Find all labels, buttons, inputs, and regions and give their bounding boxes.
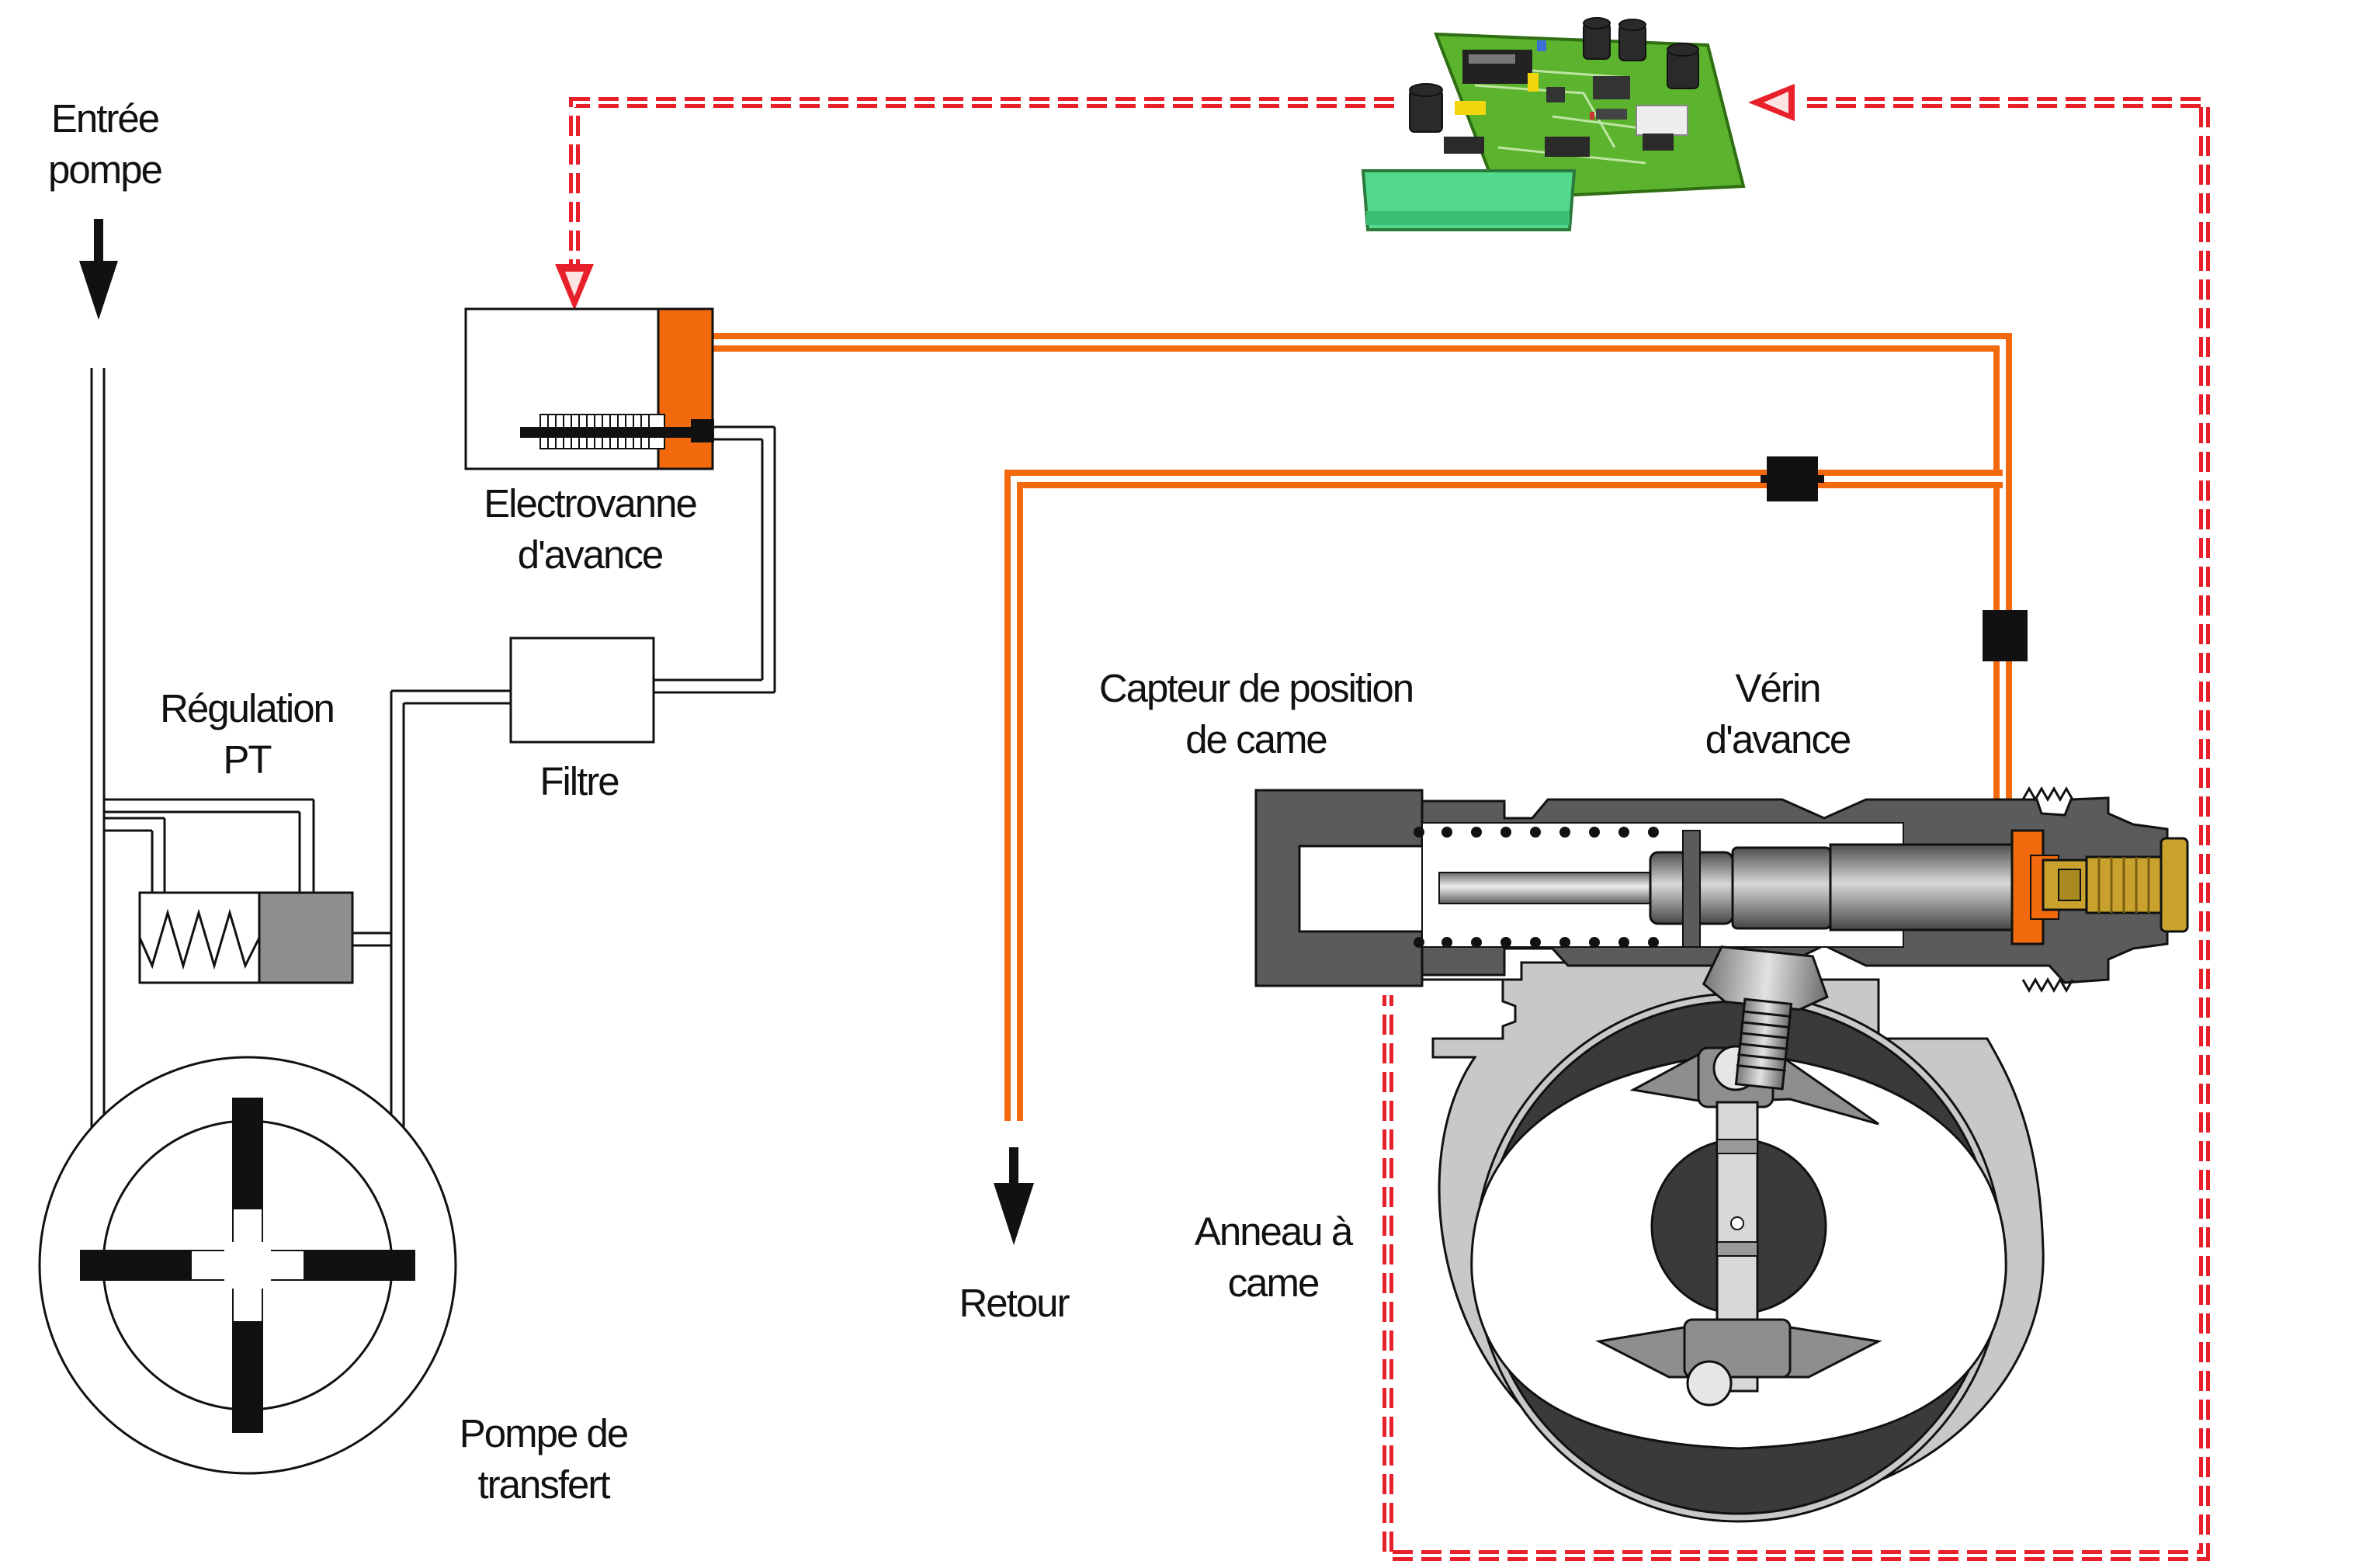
signal-arrowhead-to-ecu bbox=[1748, 84, 1795, 121]
cam-ring-housing bbox=[1379, 961, 2045, 1523]
label-filtre: Filtre bbox=[539, 759, 620, 803]
label-pompe-transfert: Pompe de transfert bbox=[460, 1411, 630, 1507]
label-verin: Vérin d'avance bbox=[1705, 666, 1852, 761]
svg-text:Vérin: Vérin bbox=[1735, 666, 1820, 710]
svg-text:Régulation: Régulation bbox=[160, 686, 334, 730]
label-regulation-pt: Régulation PT bbox=[160, 686, 335, 782]
advance-fuel-lines bbox=[713, 333, 2012, 1121]
svg-text:came: came bbox=[1228, 1261, 1319, 1305]
fuel-filter bbox=[509, 637, 655, 744]
label-capteur: Capteur de position de came bbox=[1099, 666, 1414, 761]
label-entree-pompe: Entrée pompe bbox=[48, 96, 164, 192]
arrow-down-icon bbox=[79, 219, 118, 320]
label-electrovanne: Electrovanne d'avance bbox=[484, 481, 698, 577]
solenoid-valve bbox=[464, 307, 714, 470]
transfer-pump bbox=[38, 1056, 457, 1475]
svg-text:Retour: Retour bbox=[959, 1281, 1070, 1325]
svg-text:pompe: pompe bbox=[48, 147, 162, 192]
svg-text:Electrovanne: Electrovanne bbox=[484, 481, 696, 526]
ecu-signal-loop bbox=[569, 97, 2210, 1561]
hydraulic-lines bbox=[90, 368, 776, 1155]
svg-text:de came: de came bbox=[1185, 717, 1327, 761]
svg-text:transfert: transfert bbox=[477, 1462, 610, 1507]
svg-text:PT: PT bbox=[223, 737, 271, 782]
svg-text:Filtre: Filtre bbox=[539, 759, 619, 803]
svg-text:d'avance: d'avance bbox=[518, 532, 663, 577]
svg-text:Pompe de: Pompe de bbox=[460, 1411, 628, 1455]
cam-follower-link bbox=[1595, 1045, 1882, 1407]
cam-follower-bolt bbox=[1702, 945, 1829, 1091]
cam-sensor-and-cylinder bbox=[1254, 786, 2189, 994]
svg-text:d'avance: d'avance bbox=[1705, 717, 1851, 761]
line-restrictor bbox=[1761, 456, 2028, 661]
svg-text:Capteur de position: Capteur de position bbox=[1099, 666, 1413, 710]
label-retour: Retour bbox=[959, 1281, 1071, 1325]
svg-text:Anneau à: Anneau à bbox=[1195, 1209, 1354, 1254]
svg-text:Entrée: Entrée bbox=[51, 96, 159, 140]
label-anneau: Anneau à came bbox=[1195, 1209, 1355, 1305]
circuit-board-icon bbox=[1361, 17, 1746, 231]
pressure-regulator bbox=[138, 891, 354, 984]
signal-arrowhead-to-valve bbox=[555, 264, 594, 310]
arrow-down-icon bbox=[994, 1147, 1034, 1245]
